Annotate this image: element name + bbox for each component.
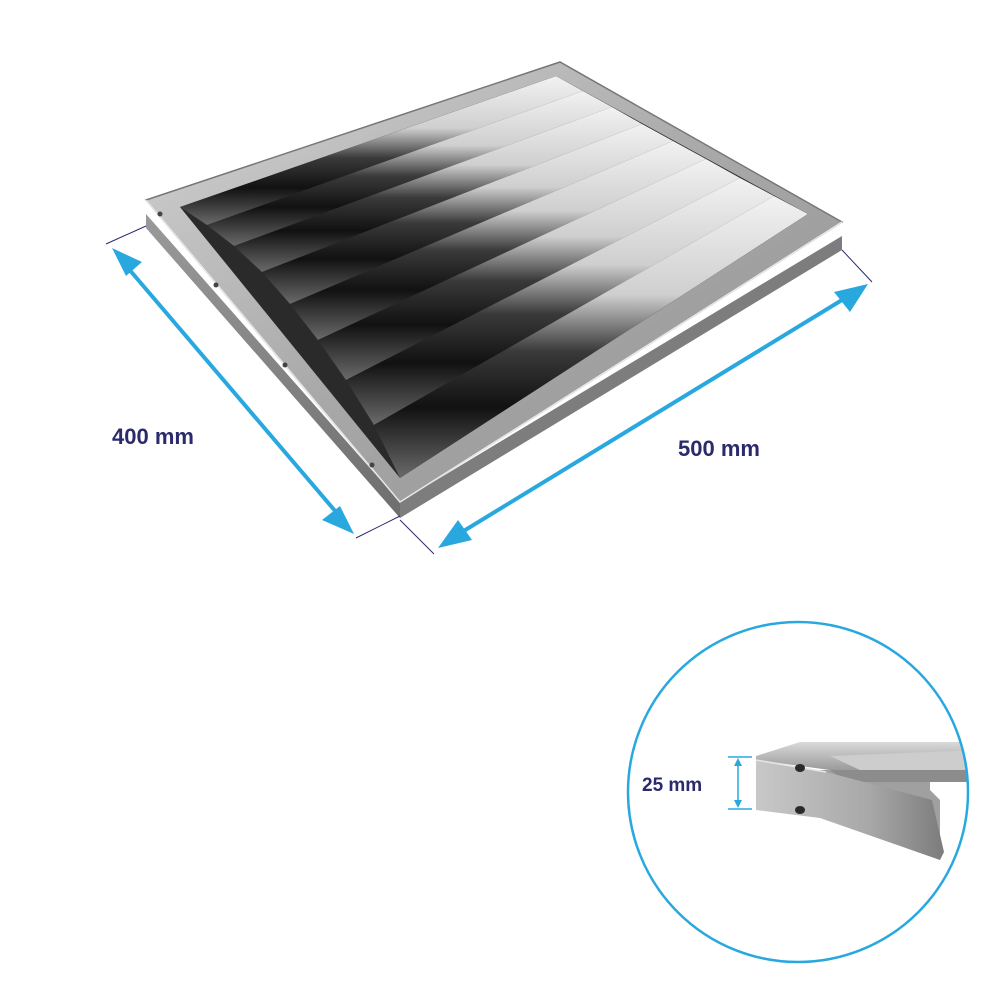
- filter-side-left: [146, 214, 400, 518]
- rivet: [157, 211, 163, 217]
- rivet: [213, 282, 219, 288]
- frame-slot: [795, 764, 805, 772]
- filter-image: [144, 61, 844, 518]
- thickness-detail: [626, 620, 970, 964]
- arrowhead-icon: [834, 284, 868, 312]
- baffle: [207, 91, 612, 246]
- width-dimension: [105, 225, 401, 539]
- extension-line: [399, 519, 435, 555]
- extension-line: [841, 249, 873, 283]
- baffle: [318, 159, 740, 380]
- thickness-label: 25 mm: [642, 775, 703, 796]
- detail-frame-inner-top: [830, 750, 968, 770]
- arrowhead-icon: [322, 506, 354, 534]
- frame-slot: [795, 806, 805, 814]
- baffle: [374, 196, 808, 478]
- baffle-group: [180, 76, 808, 478]
- length-dimension: [399, 249, 873, 555]
- baffle: [290, 141, 706, 340]
- width-arrow-line: [126, 266, 338, 514]
- baffle: [346, 178, 774, 425]
- arrowhead-icon: [112, 248, 142, 276]
- detail-inner-ledge: [830, 770, 968, 782]
- baffle: [180, 76, 583, 225]
- frame-rivets: [157, 211, 375, 468]
- rivet: [369, 462, 375, 468]
- extension-line: [105, 225, 147, 245]
- arrowhead-icon: [734, 758, 742, 766]
- baffle: [262, 124, 673, 304]
- detail-frame-side: [756, 760, 944, 860]
- frame-highlight: [145, 199, 843, 503]
- extension-line: [355, 515, 401, 539]
- rivet: [282, 362, 288, 368]
- detail-edge-highlight: [755, 759, 827, 773]
- detail-circle-border: [626, 620, 970, 964]
- length-arrow-line: [460, 298, 844, 534]
- filter-side-right: [400, 236, 842, 518]
- length-label: 500 mm: [678, 436, 760, 461]
- arrowhead-icon: [438, 520, 472, 548]
- arrowhead-icon: [734, 800, 742, 808]
- width-label: 400 mm: [112, 424, 194, 449]
- baffle: [234, 107, 642, 272]
